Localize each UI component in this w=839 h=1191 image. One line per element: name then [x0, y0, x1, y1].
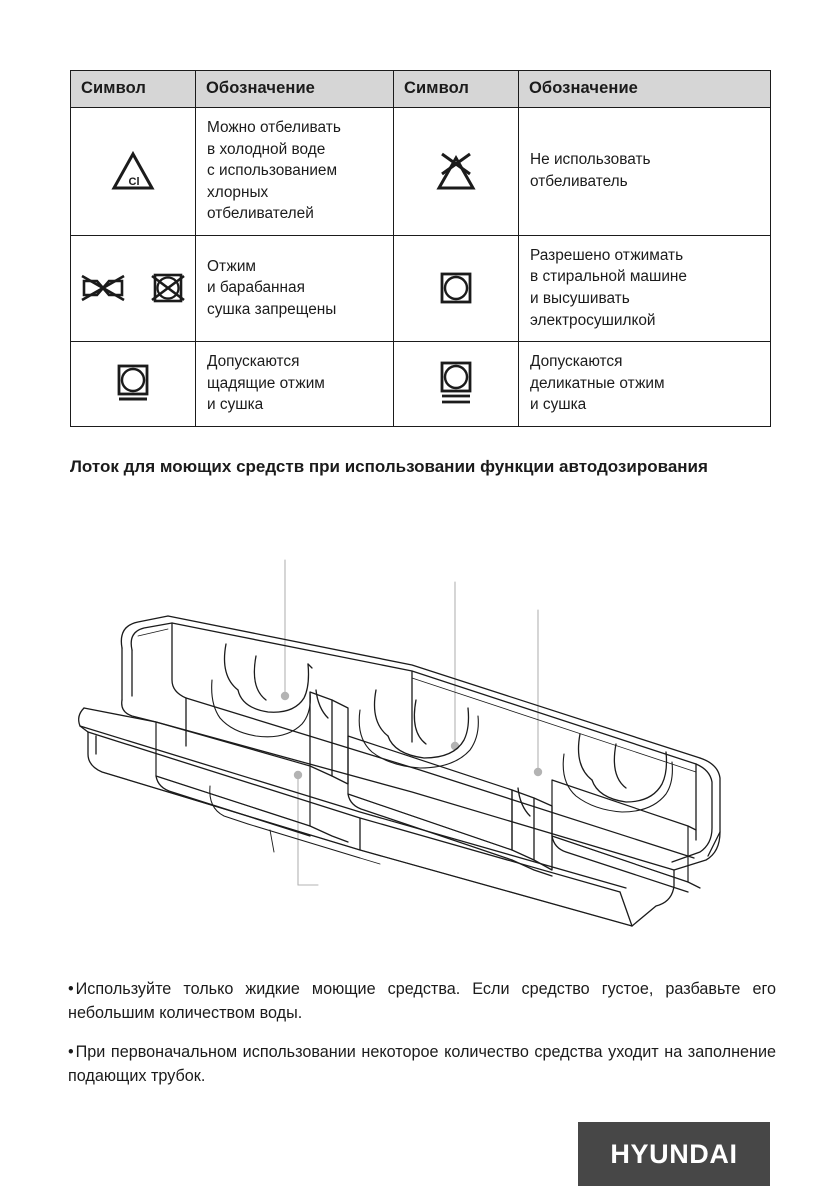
desc-line: Разрешено отжимать	[530, 246, 684, 264]
section-heading: Лоток для моющих средств при использован…	[70, 457, 708, 476]
desc-line: отбеливателей	[207, 205, 314, 223]
description-cell-do-not-bleach: Не использовать отбеливатель	[518, 107, 771, 236]
desc-line: и высушивать	[530, 289, 630, 307]
desc-line: деликатные отжим	[530, 374, 665, 392]
detergent-drawer-illustration	[60, 540, 780, 940]
column-header-description-2: Обозначение	[518, 70, 771, 108]
do-not-wring-icon	[80, 272, 126, 304]
list-item: •При первоначальном использовании некото…	[68, 1041, 776, 1088]
column-header-symbol-2: Символ	[393, 70, 519, 108]
desc-line: и сушка	[530, 396, 587, 414]
symbol-cell-tumble-dry-delicate	[393, 341, 519, 427]
tumble-dry-normal-icon	[437, 269, 475, 307]
desc-line: Не использовать	[530, 151, 651, 169]
desc-line: хлорных	[207, 183, 269, 201]
symbol-cell-no-wring-no-dry	[70, 234, 196, 343]
desc-line: электросушилкой	[530, 311, 656, 329]
column-header-symbol-1: Символ	[70, 70, 196, 108]
do-not-tumble-dry-icon	[150, 272, 186, 304]
desc-line: с использованием	[207, 162, 338, 180]
desc-line: и сушка	[207, 396, 264, 414]
symbol-cell-tumble-dry-gentle	[70, 341, 196, 427]
symbol-cell-do-not-bleach	[393, 107, 519, 236]
desc-line: в холодной воде	[207, 140, 326, 158]
hyundai-logo: HYUNDAI	[578, 1122, 770, 1186]
symbol-cell-bleach-allowed: Cl	[70, 107, 196, 236]
desc-line: Допускаются	[530, 353, 623, 371]
care-symbols-table: Символ Обозначение Символ Обозначение Cl…	[70, 70, 771, 427]
desc-line: отбеливатель	[530, 172, 628, 190]
table-header-row: Символ Обозначение Символ Обозначение	[70, 70, 771, 108]
description-cell-tumble-dry-gentle: Допускаются щадящие отжим и сушка	[195, 341, 394, 427]
desc-line: в стиральной машине	[530, 268, 687, 286]
bleach-cold-chlorine-triangle-icon: Cl	[110, 150, 156, 192]
tumble-dry-delicate-two-bar-icon	[437, 360, 475, 408]
do-not-bleach-crossed-triangle-icon	[433, 150, 479, 192]
description-cell-tumble-dry-normal: Разрешено отжимать в стиральной машине и…	[518, 234, 771, 343]
notes-list: •Используйте только жидкие моющие средст…	[68, 962, 776, 1088]
symbol-cell-tumble-dry-normal	[393, 234, 519, 343]
table-row: Отжим и барабанная сушка запрещены Разре…	[70, 234, 771, 343]
desc-line: сушка запрещены	[207, 300, 337, 318]
desc-line: и барабанная	[207, 279, 305, 297]
desc-line: щадящие отжим	[207, 374, 325, 392]
desc-line: Можно отбеливать	[207, 119, 341, 136]
description-cell-no-wring-no-dry: Отжим и барабанная сушка запрещены	[195, 234, 394, 343]
list-item: •Используйте только жидкие моющие средст…	[68, 978, 776, 1025]
description-cell-tumble-dry-delicate: Допускаются деликатные отжим и сушка	[518, 341, 771, 427]
bullet-marker: •	[68, 1043, 74, 1062]
table-row: Допускаются щадящие отжим и сушка Допуск…	[70, 341, 771, 427]
desc-line: Допускаются	[207, 353, 300, 371]
bullet-text: Используйте только жидкие моющие средств…	[68, 980, 776, 1022]
tumble-dry-gentle-one-bar-icon	[114, 362, 152, 406]
desc-line: Отжим	[207, 257, 257, 275]
table-row: Cl Можно отбеливать в холодной воде с ис…	[70, 107, 771, 236]
bullet-marker: •	[68, 980, 74, 999]
hyundai-logo-text: HYUNDAI	[610, 1138, 738, 1169]
description-cell-bleach-allowed: Можно отбеливать в холодной воде с испол…	[195, 107, 394, 236]
svg-text:Cl: Cl	[129, 176, 140, 188]
column-header-description-1: Обозначение	[195, 70, 394, 108]
bullet-text: При первоначальном использовании некотор…	[68, 1043, 776, 1085]
